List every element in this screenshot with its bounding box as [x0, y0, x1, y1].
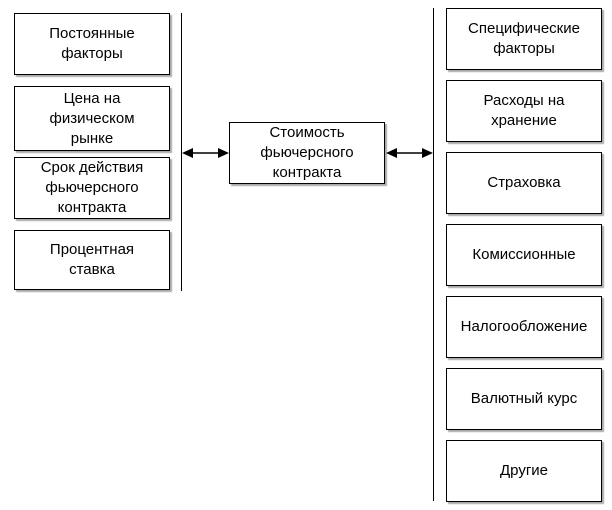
right-factor-box: Специфические факторы	[446, 8, 602, 70]
right-factor-box: Страховка	[446, 152, 602, 214]
left-factor-label: Постоянные факторы	[49, 25, 135, 62]
right-factor-box: Налогообложение	[446, 296, 602, 358]
right-factor-label: Специфические факторы	[468, 20, 580, 57]
left-arrowhead	[182, 148, 193, 158]
center-label: Стоимость фьючерсного контракта	[260, 124, 354, 181]
left-factor-label: Цена на физическом рынке	[49, 89, 135, 147]
right-arrowhead	[422, 148, 433, 158]
left-factor-box: Срок действия фьючерсного контракта	[14, 157, 170, 219]
right-factor-box: Расходы на хранение	[446, 80, 602, 142]
right-factor-box: Валютный курс	[446, 368, 602, 430]
left-factor-box: Постоянные факторы	[14, 13, 170, 75]
right-factor-label: Страховка	[487, 174, 561, 191]
center-box: Стоимость фьючерсного контракта	[229, 122, 385, 184]
left-factor-label: Срок действия фьючерсного контракта	[40, 159, 144, 216]
left-factor-box: Цена на физическом рынке	[14, 86, 170, 151]
right-factor-label: Валютный курс	[470, 390, 578, 407]
right-factor-label: Комиссионные	[472, 246, 576, 263]
left-factor-box: Процентная ставка	[14, 230, 170, 290]
right-factor-box: Комиссионные	[446, 224, 602, 286]
right-bracket-line	[433, 8, 434, 501]
right-factor-label: Другие	[499, 462, 549, 479]
left-factor-label: Процентная ставка	[49, 241, 135, 278]
left-bracket-line	[181, 13, 182, 291]
left-arrowhead	[218, 148, 229, 158]
right-factor-label: Налогообложение	[460, 318, 588, 335]
right-factor-box: Другие	[446, 440, 602, 502]
right-arrowhead	[386, 148, 397, 158]
right-factor-label: Расходы на хранение	[483, 92, 565, 129]
